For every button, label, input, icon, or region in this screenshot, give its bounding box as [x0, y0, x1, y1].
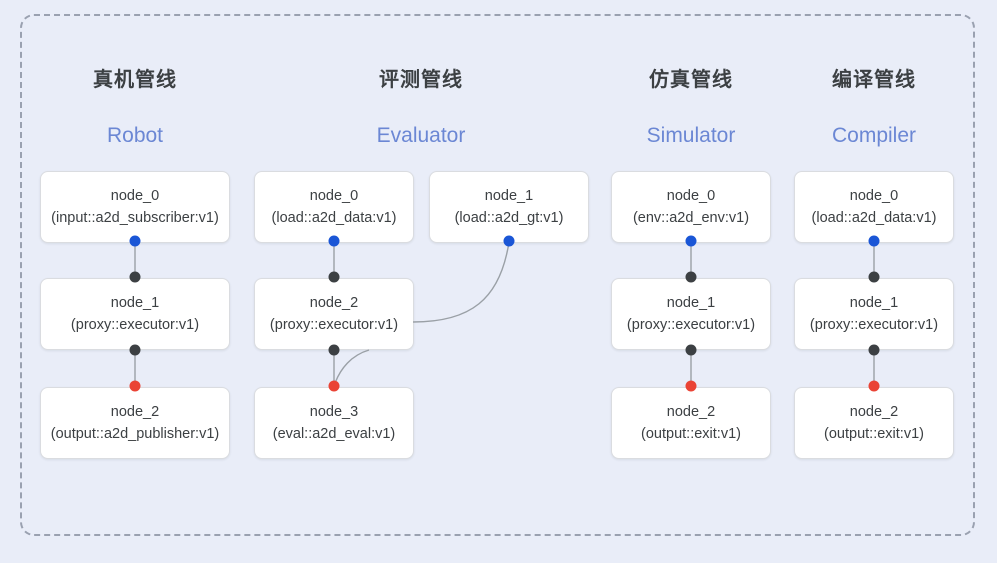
node-spec: (proxy::executor:v1): [626, 317, 756, 333]
node-spec: (load::a2d_gt:v1): [454, 210, 564, 226]
column-title-cn-simulator: 仿真管线: [649, 69, 733, 91]
node-spec: (load::a2d_data:v1): [271, 210, 397, 226]
node-box[interactable]: node_0 (load::a2d_data:v1): [254, 171, 414, 243]
node-name: node_0: [849, 188, 899, 204]
node-name: node_0: [309, 188, 359, 204]
node-name: node_3: [309, 404, 359, 420]
column-title-en-compiler: Compiler: [831, 124, 917, 147]
node-spec: (output::a2d_publisher:v1): [50, 426, 220, 442]
node-box[interactable]: node_2 (output::exit:v1): [794, 387, 954, 459]
node-name: node_2: [110, 404, 160, 420]
port-input-dot[interactable]: [868, 235, 880, 247]
port-input-dot[interactable]: [503, 235, 515, 247]
node-box[interactable]: node_3 (eval::a2d_eval:v1): [254, 387, 414, 459]
node-name: node_1: [666, 295, 716, 311]
node-name: node_1: [484, 188, 534, 204]
node-spec: (load::a2d_data:v1): [811, 210, 937, 226]
node-box[interactable]: node_2 (proxy::executor:v1): [254, 278, 414, 350]
port-output-dot[interactable]: [868, 344, 880, 356]
column-title-en-robot: Robot: [106, 124, 164, 147]
node-name: node_1: [849, 295, 899, 311]
node-name: node_0: [110, 188, 160, 204]
node-spec: (output::exit:v1): [641, 426, 741, 442]
node-spec: (proxy::executor:v1): [809, 317, 939, 333]
column-title-cn-evaluator: 评测管线: [379, 69, 463, 91]
node-spec: (env::a2d_env:v1): [632, 210, 750, 226]
node-spec: (proxy::executor:v1): [70, 317, 200, 333]
node-name: node_0: [666, 188, 716, 204]
port-output-dot[interactable]: [129, 271, 141, 283]
column-title-cn-robot: 真机管线: [93, 69, 177, 91]
node-spec: (proxy::executor:v1): [269, 317, 399, 333]
node-name: node_1: [110, 295, 160, 311]
port-output-dot[interactable]: [328, 271, 340, 283]
port-terminal-dot[interactable]: [868, 380, 880, 392]
port-input-dot[interactable]: [685, 235, 697, 247]
node-box[interactable]: node_2 (output::a2d_publisher:v1): [40, 387, 230, 459]
column-title-cn-compiler: 编译管线: [832, 69, 916, 91]
node-spec: (eval::a2d_eval:v1): [272, 426, 396, 442]
node-box[interactable]: node_1 (load::a2d_gt:v1): [429, 171, 589, 243]
port-output-dot[interactable]: [328, 344, 340, 356]
port-output-dot[interactable]: [868, 271, 880, 283]
node-name: node_2: [849, 404, 899, 420]
column-title-en-evaluator: Evaluator: [376, 124, 466, 147]
port-terminal-dot[interactable]: [129, 380, 141, 392]
port-terminal-dot[interactable]: [328, 380, 340, 392]
node-box[interactable]: node_0 (input::a2d_subscriber:v1): [40, 171, 230, 243]
node-name: node_2: [666, 404, 716, 420]
port-terminal-dot[interactable]: [685, 380, 697, 392]
column-title-en-simulator: Simulator: [646, 124, 736, 147]
port-output-dot[interactable]: [129, 344, 141, 356]
pipeline-group-frame: [20, 14, 975, 536]
port-input-dot[interactable]: [328, 235, 340, 247]
node-name: node_2: [309, 295, 359, 311]
node-box[interactable]: node_1 (proxy::executor:v1): [611, 278, 771, 350]
node-spec: (output::exit:v1): [824, 426, 924, 442]
port-output-dot[interactable]: [685, 271, 697, 283]
node-spec: (input::a2d_subscriber:v1): [51, 210, 219, 226]
node-box[interactable]: node_1 (proxy::executor:v1): [794, 278, 954, 350]
node-box[interactable]: node_2 (output::exit:v1): [611, 387, 771, 459]
node-box[interactable]: node_0 (load::a2d_data:v1): [794, 171, 954, 243]
node-box[interactable]: node_1 (proxy::executor:v1): [40, 278, 230, 350]
port-output-dot[interactable]: [685, 344, 697, 356]
port-input-dot[interactable]: [129, 235, 141, 247]
node-box[interactable]: node_0 (env::a2d_env:v1): [611, 171, 771, 243]
